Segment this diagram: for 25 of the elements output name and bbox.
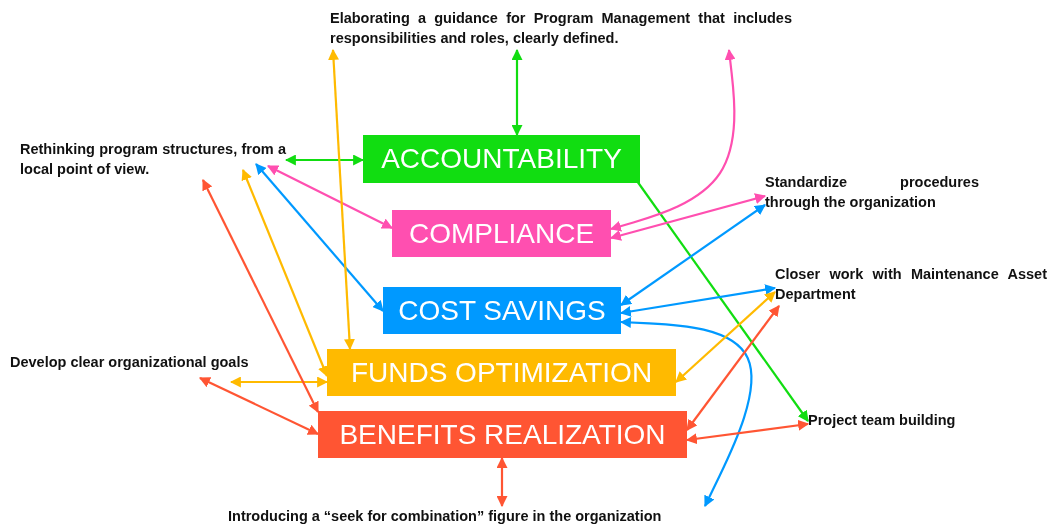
double-headed-arrow [496,456,508,508]
category-box: FUNDS OPTIMIZATION [327,349,676,396]
note-text: Introducing a “seek for combination” figure in the organization [228,506,740,527]
double-headed-arrow [199,377,319,435]
double-headed-arrow [229,376,329,388]
note-text: Closer work with Maintenance Asset Department [775,264,1047,306]
note-text: Standardize procedures through the organization [765,172,979,214]
note-text: Elaborating a guidance for Program Management that includes responsibilities and roles, clearly defined. [330,8,792,50]
note-text: Develop clear organizational goals [10,352,274,394]
note-text: Project team building [808,410,988,432]
note-text: Rethinking program structures, from a local point of view. [20,139,286,181]
category-box: COMPLIANCE [392,210,611,257]
double-headed-arrow [284,154,365,166]
double-headed-arrow [620,204,766,306]
double-headed-arrow [267,165,393,229]
double-headed-arrow [202,179,319,413]
double-headed-arrow [675,291,776,383]
double-headed-arrow [686,305,780,431]
category-box: BENEFITS REALIZATION [318,411,687,458]
double-headed-arrow [241,169,329,377]
category-box: COST SAVINGS [383,287,621,334]
double-headed-arrow [328,48,355,351]
double-headed-arrow [255,163,384,312]
double-headed-arrow [511,48,523,137]
category-box: ACCOUNTABILITY [363,135,640,183]
